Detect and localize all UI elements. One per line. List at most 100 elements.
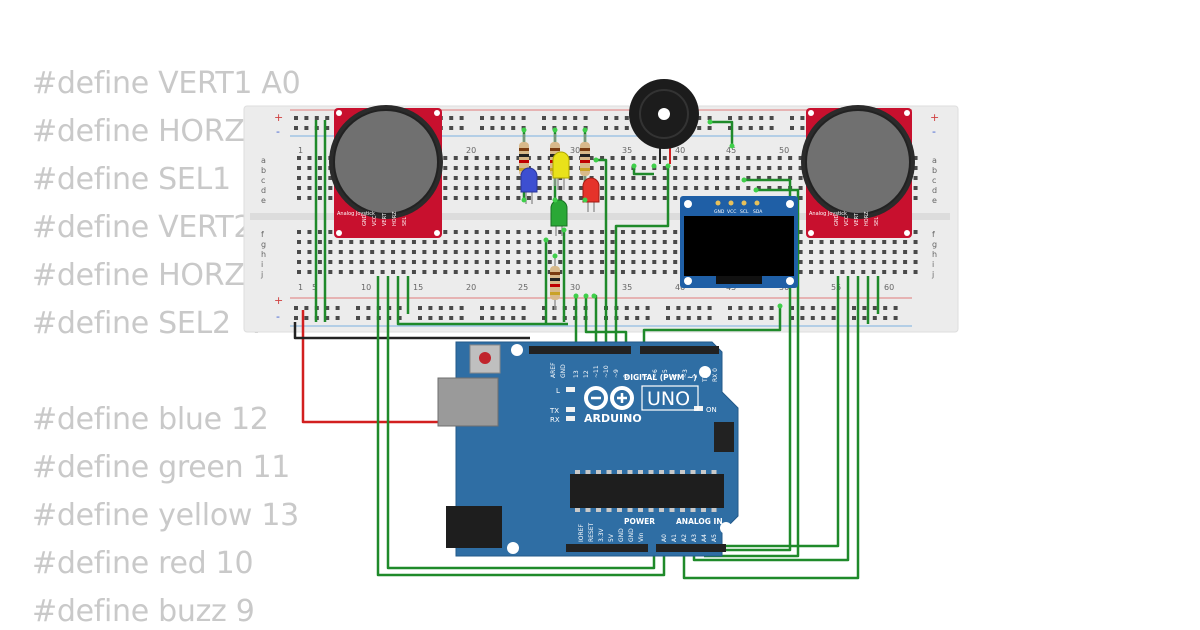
breadboard-hole	[746, 176, 751, 180]
breadboard-hole	[759, 306, 764, 310]
pin-label: VERT	[382, 212, 388, 226]
breadboard-hole	[506, 156, 510, 160]
column-number: 10	[361, 283, 371, 292]
joystick-knob[interactable]	[805, 109, 911, 215]
breadboard-hole	[500, 116, 505, 120]
breadboard-hole	[459, 316, 464, 320]
breadboard-hole	[694, 156, 699, 160]
breadboard-hole	[443, 260, 448, 264]
breadboard-hole	[767, 166, 772, 170]
breadboard-hole	[304, 316, 309, 320]
breadboard-hole	[568, 260, 573, 264]
breadboard-hole	[579, 250, 584, 254]
rail-plus-sign: +	[930, 111, 939, 124]
breadboard-hole	[401, 250, 406, 254]
breadboard-hole	[790, 306, 794, 310]
breadboard-hole	[474, 196, 479, 200]
power-label: POWER	[624, 517, 655, 526]
breadboard-hole	[411, 250, 416, 254]
breadboard-hole	[746, 186, 751, 190]
breadboard-hole	[809, 250, 814, 254]
breadboard-hole	[335, 306, 340, 310]
chip-pin	[596, 470, 601, 474]
breadboard-hole	[568, 166, 573, 170]
breadboard-hole	[307, 196, 312, 200]
breadboard-hole	[558, 240, 563, 244]
breadboard-hole	[432, 240, 437, 244]
pin-label: ~6	[652, 369, 659, 378]
header-top-right	[640, 346, 719, 354]
breadboard-hole	[500, 306, 505, 310]
breadboard-hole	[788, 156, 793, 160]
breadboard-hole	[526, 240, 531, 244]
chip-pin	[627, 508, 633, 512]
breadboard-hole	[453, 166, 458, 170]
breadboard-hole	[537, 250, 542, 254]
breadboard-hole	[704, 156, 709, 160]
breadboard-hole	[453, 260, 458, 264]
breadboard-hole	[852, 316, 856, 320]
microcontroller-chip	[570, 474, 724, 508]
chip-pin	[617, 508, 622, 512]
breadboard-hole	[370, 250, 375, 254]
breadboard-hole	[506, 270, 510, 274]
breadboard-hole	[422, 240, 427, 244]
breadboard-hole	[913, 240, 918, 244]
breadboard-hole	[307, 250, 312, 254]
breadboard-hole	[662, 270, 667, 274]
breadboard-hole	[397, 306, 402, 310]
breadboard-hole	[840, 270, 845, 274]
breadboard-hole	[397, 316, 402, 320]
column-number: 55	[831, 283, 841, 292]
breadboard-hole	[568, 240, 573, 244]
breadboard-hole	[673, 156, 678, 160]
breadboard-hole	[537, 156, 542, 160]
breadboard-hole	[552, 316, 557, 320]
pin-label: HORZ	[864, 211, 870, 226]
breadboard-hole	[568, 156, 573, 160]
breadboard-hole	[600, 176, 605, 180]
breadboard-hole	[516, 176, 521, 180]
row-letter: j	[931, 270, 934, 279]
breadboard-hole	[850, 250, 855, 254]
breadboard-hole	[635, 316, 640, 320]
breadboard-hole	[356, 316, 360, 320]
breadboard-hole	[892, 270, 897, 274]
breadboard-hole	[600, 260, 605, 264]
wire-green	[710, 120, 734, 146]
breadboard-hole	[913, 156, 918, 160]
breadboard-hole	[861, 260, 866, 264]
breadboard-hole	[589, 166, 594, 170]
breadboard-hole	[767, 176, 772, 180]
breadboard-hole	[589, 270, 594, 274]
pin-label: VERT	[854, 212, 860, 226]
breadboard-hole	[707, 116, 712, 120]
breadboard-hole	[697, 116, 702, 120]
breadboard-hole	[641, 270, 646, 274]
breadboard-hole	[852, 306, 856, 310]
breadboard-hole	[485, 270, 490, 274]
column-number: 30	[570, 283, 580, 292]
breadboard-hole	[798, 176, 803, 180]
breadboard-hole	[495, 186, 500, 190]
breadboard-hole	[453, 196, 458, 200]
breadboard-hole	[495, 176, 500, 180]
breadboard-hole	[558, 230, 563, 234]
arduino-uno: AREF GND 13 12 ~11 ~10 ~9 8 7 ~6 ~5 4 ~3…	[437, 341, 739, 557]
breadboard-hole	[516, 270, 521, 274]
breadboard-hole	[883, 306, 888, 310]
reset-button-cap[interactable]	[479, 352, 491, 364]
breadboard-hole	[359, 270, 364, 274]
breadboard-hole	[500, 316, 505, 320]
joystick-knob[interactable]	[333, 109, 439, 215]
breadboard-hole	[620, 230, 625, 234]
chip-pin	[669, 470, 675, 474]
breadboard-hole	[359, 240, 364, 244]
breadboard-hole	[391, 250, 396, 254]
breadboard-hole	[328, 260, 333, 264]
column-number: 40	[675, 146, 685, 155]
breadboard-hole	[673, 250, 678, 254]
breadboard-hole	[871, 250, 876, 254]
breadboard-hole	[798, 270, 803, 274]
breadboard-hole	[317, 230, 322, 234]
